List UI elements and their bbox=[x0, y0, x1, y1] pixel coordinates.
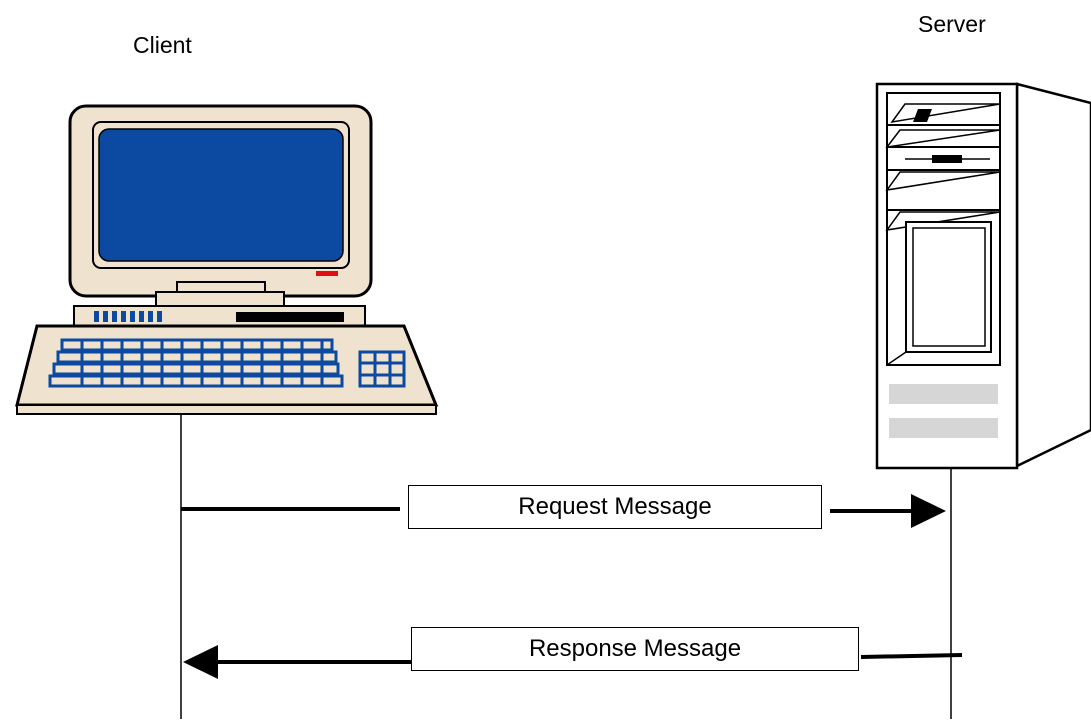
monitor-screen bbox=[98, 128, 344, 262]
response-message-box: Response Message bbox=[411, 627, 859, 671]
client-computer-icon bbox=[15, 104, 439, 415]
keypad-keys bbox=[358, 350, 406, 388]
response-arrow bbox=[183, 645, 963, 679]
client-label: Client bbox=[133, 32, 192, 58]
server-vent bbox=[889, 418, 998, 438]
request-message-box: Request Message bbox=[408, 485, 822, 529]
power-led bbox=[316, 271, 338, 276]
response-message-label: Response Message bbox=[528, 635, 742, 662]
request-message-label: Request Message bbox=[518, 493, 712, 520]
keyboard-keys bbox=[48, 338, 344, 388]
request-arrow bbox=[181, 494, 946, 528]
server-vent bbox=[889, 384, 998, 404]
server-label: Server bbox=[918, 11, 986, 37]
server-tower-icon bbox=[875, 82, 1091, 470]
